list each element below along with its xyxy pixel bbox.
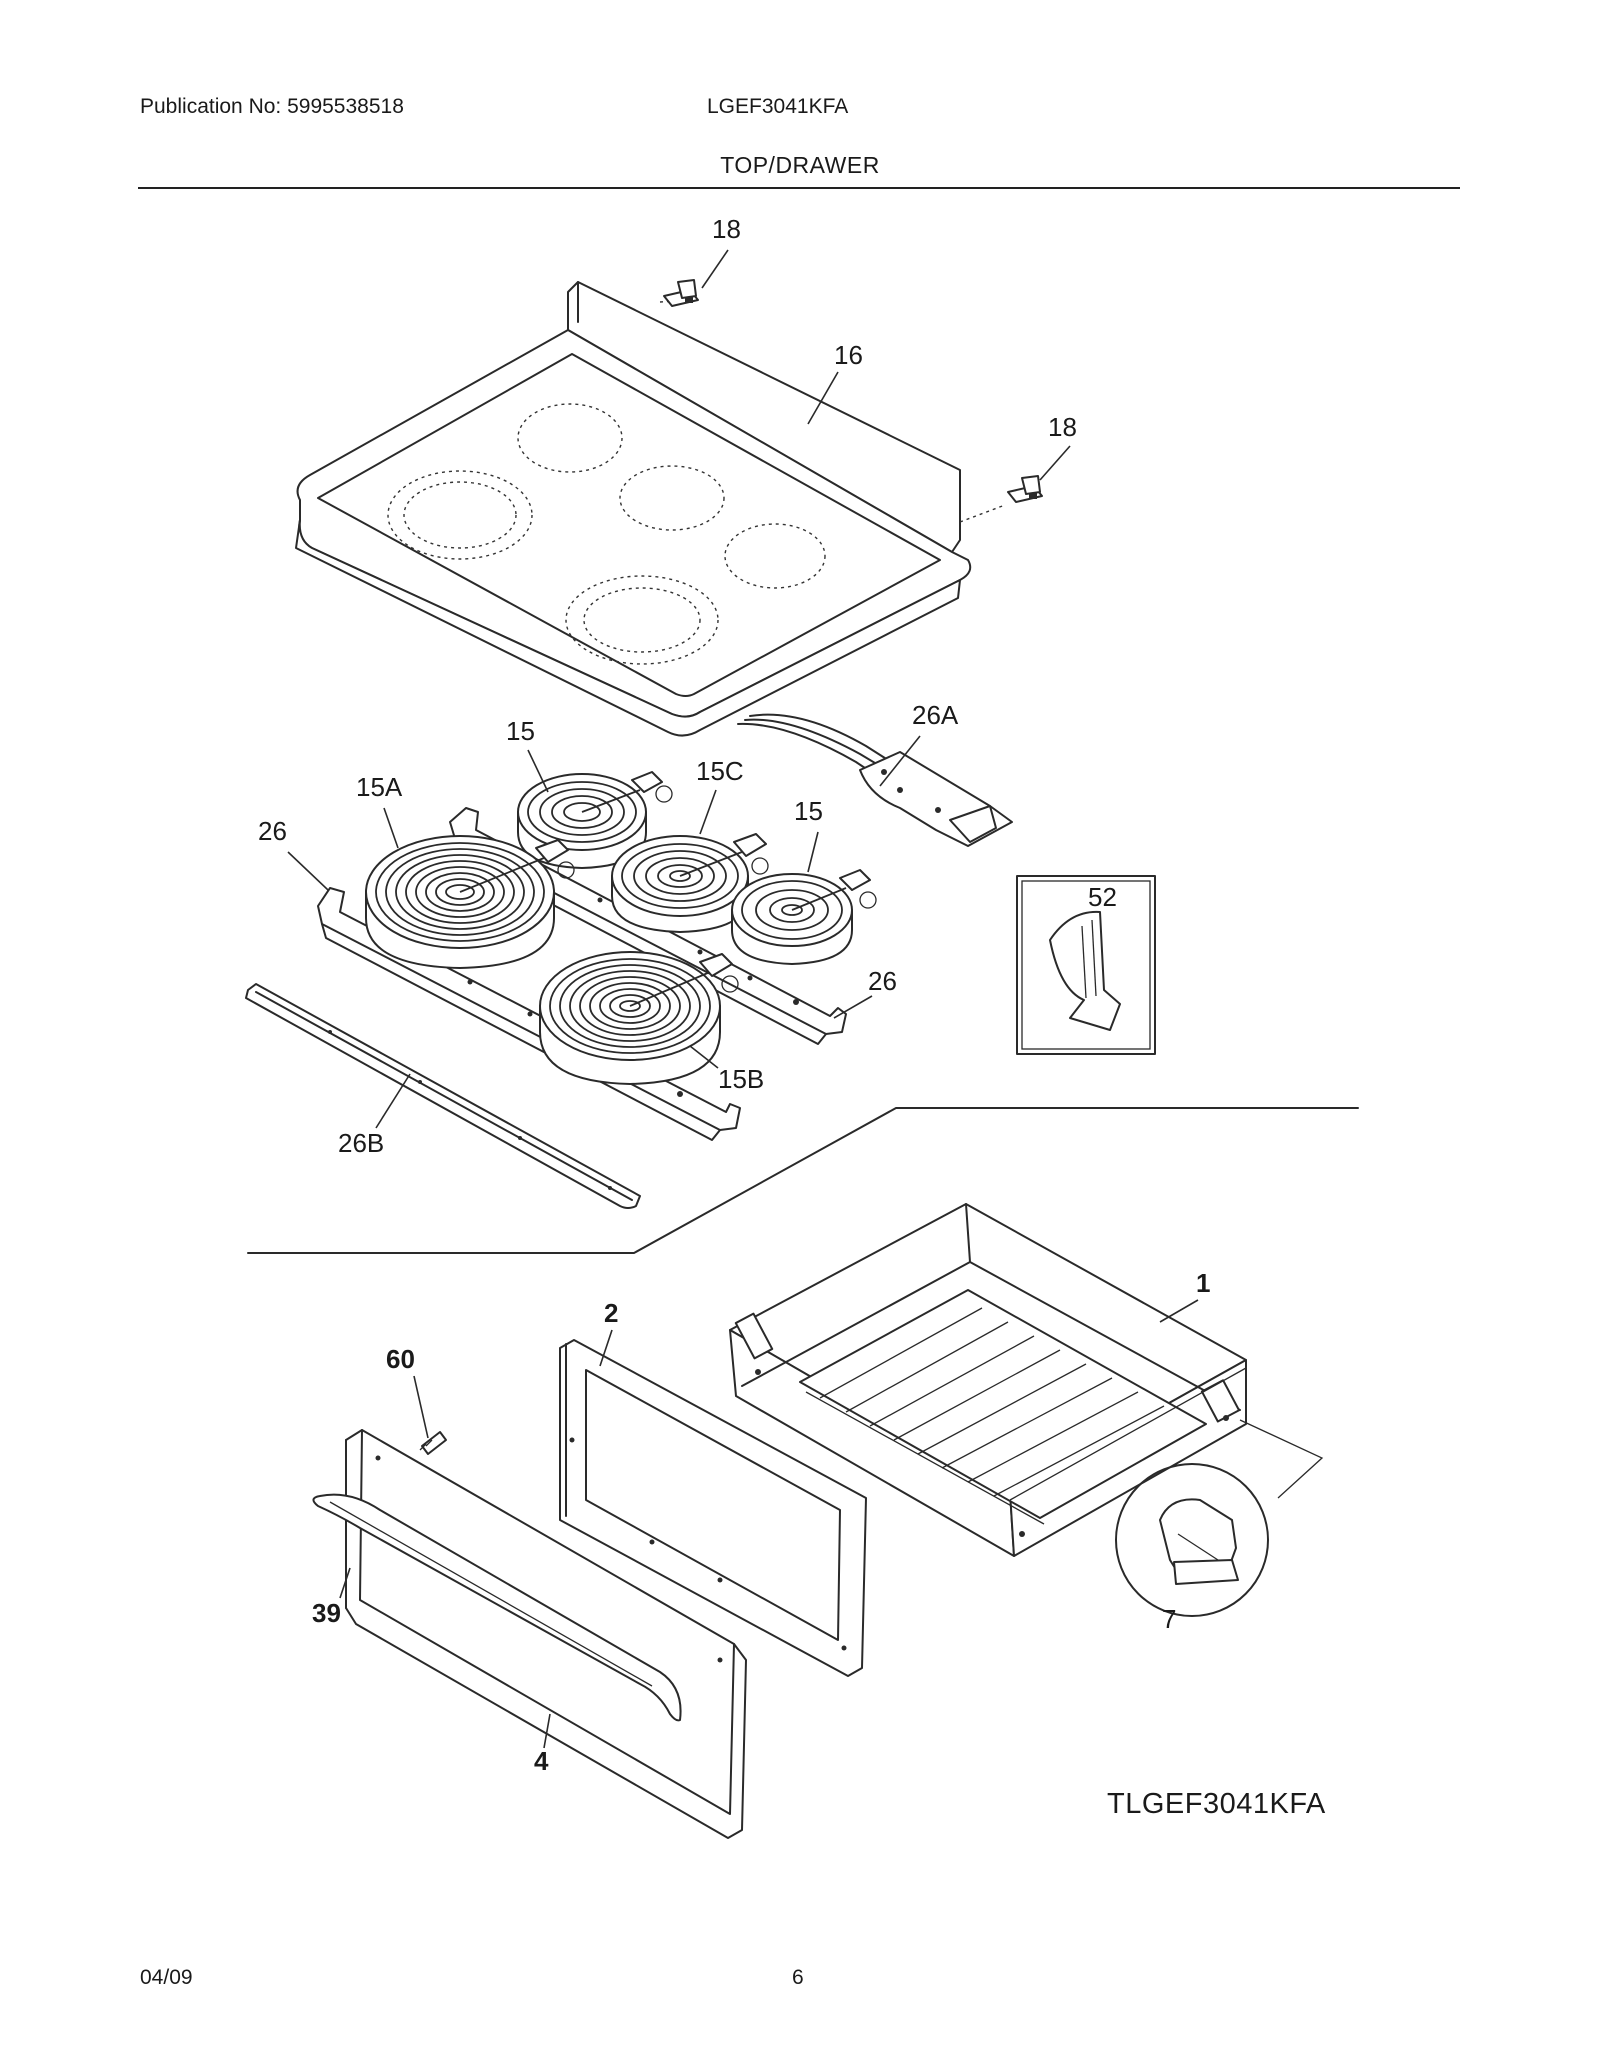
drawer-inner-panel-2 (559, 1339, 867, 1677)
drawer-roller-detail-7 (1115, 1419, 1324, 1617)
header-rule (138, 187, 1460, 189)
callout-leader-lines (287, 249, 1199, 1749)
diagram-code: TLGEF3041KFA (1107, 1788, 1326, 1820)
callout-39: 39 (312, 1598, 341, 1628)
model-number: LGEF3041KFA (707, 95, 849, 118)
callout-15A: 15A (356, 772, 403, 802)
cooktop-glass-top (295, 281, 1006, 737)
footer-page-number: 6 (792, 1966, 804, 1989)
callout-15B: 15B (718, 1064, 764, 1094)
callout-26A: 26A (912, 700, 959, 730)
surface-element-15-right (731, 869, 877, 965)
publication-number: Publication No: 5995538518 (140, 95, 404, 118)
callout-52: 52 (1088, 882, 1117, 912)
callout-15-rear: 15 (506, 716, 535, 746)
footer-date: 04/09 (140, 1966, 193, 1989)
surface-element-15C (611, 833, 769, 933)
callout-26-right: 26 (868, 966, 897, 996)
drawer-box-1 (729, 1203, 1247, 1557)
callout-18-upper: 18 (712, 214, 741, 244)
callout-26-left: 26 (258, 816, 287, 846)
section-separator (247, 1107, 1359, 1254)
section-title: TOP/DRAWER (720, 152, 880, 178)
callout-18-right: 18 (1048, 412, 1077, 442)
clip-bracket-18-upper (663, 279, 699, 307)
callout-1: 1 (1196, 1268, 1210, 1298)
callout-15C: 15C (696, 756, 744, 786)
callout-7: 7 (1162, 1604, 1176, 1634)
clip-bracket-18-right (1007, 475, 1043, 503)
callout-2: 2 (604, 1298, 618, 1328)
trim-strip-26B (245, 983, 641, 1209)
callout-16: 16 (834, 340, 863, 370)
inset-box-part-52 (1016, 875, 1156, 1055)
callout-60: 60 (386, 1344, 415, 1374)
callout-15-right: 15 (794, 796, 823, 826)
drawer-handle-39 (312, 1493, 682, 1722)
handle-screw-60 (419, 1431, 447, 1455)
terminal-bracket-26A (737, 713, 1013, 847)
surface-element-15A (365, 835, 575, 969)
callout-26B: 26B (338, 1128, 384, 1158)
callout-4: 4 (534, 1746, 549, 1776)
surface-element-15B (539, 951, 739, 1085)
